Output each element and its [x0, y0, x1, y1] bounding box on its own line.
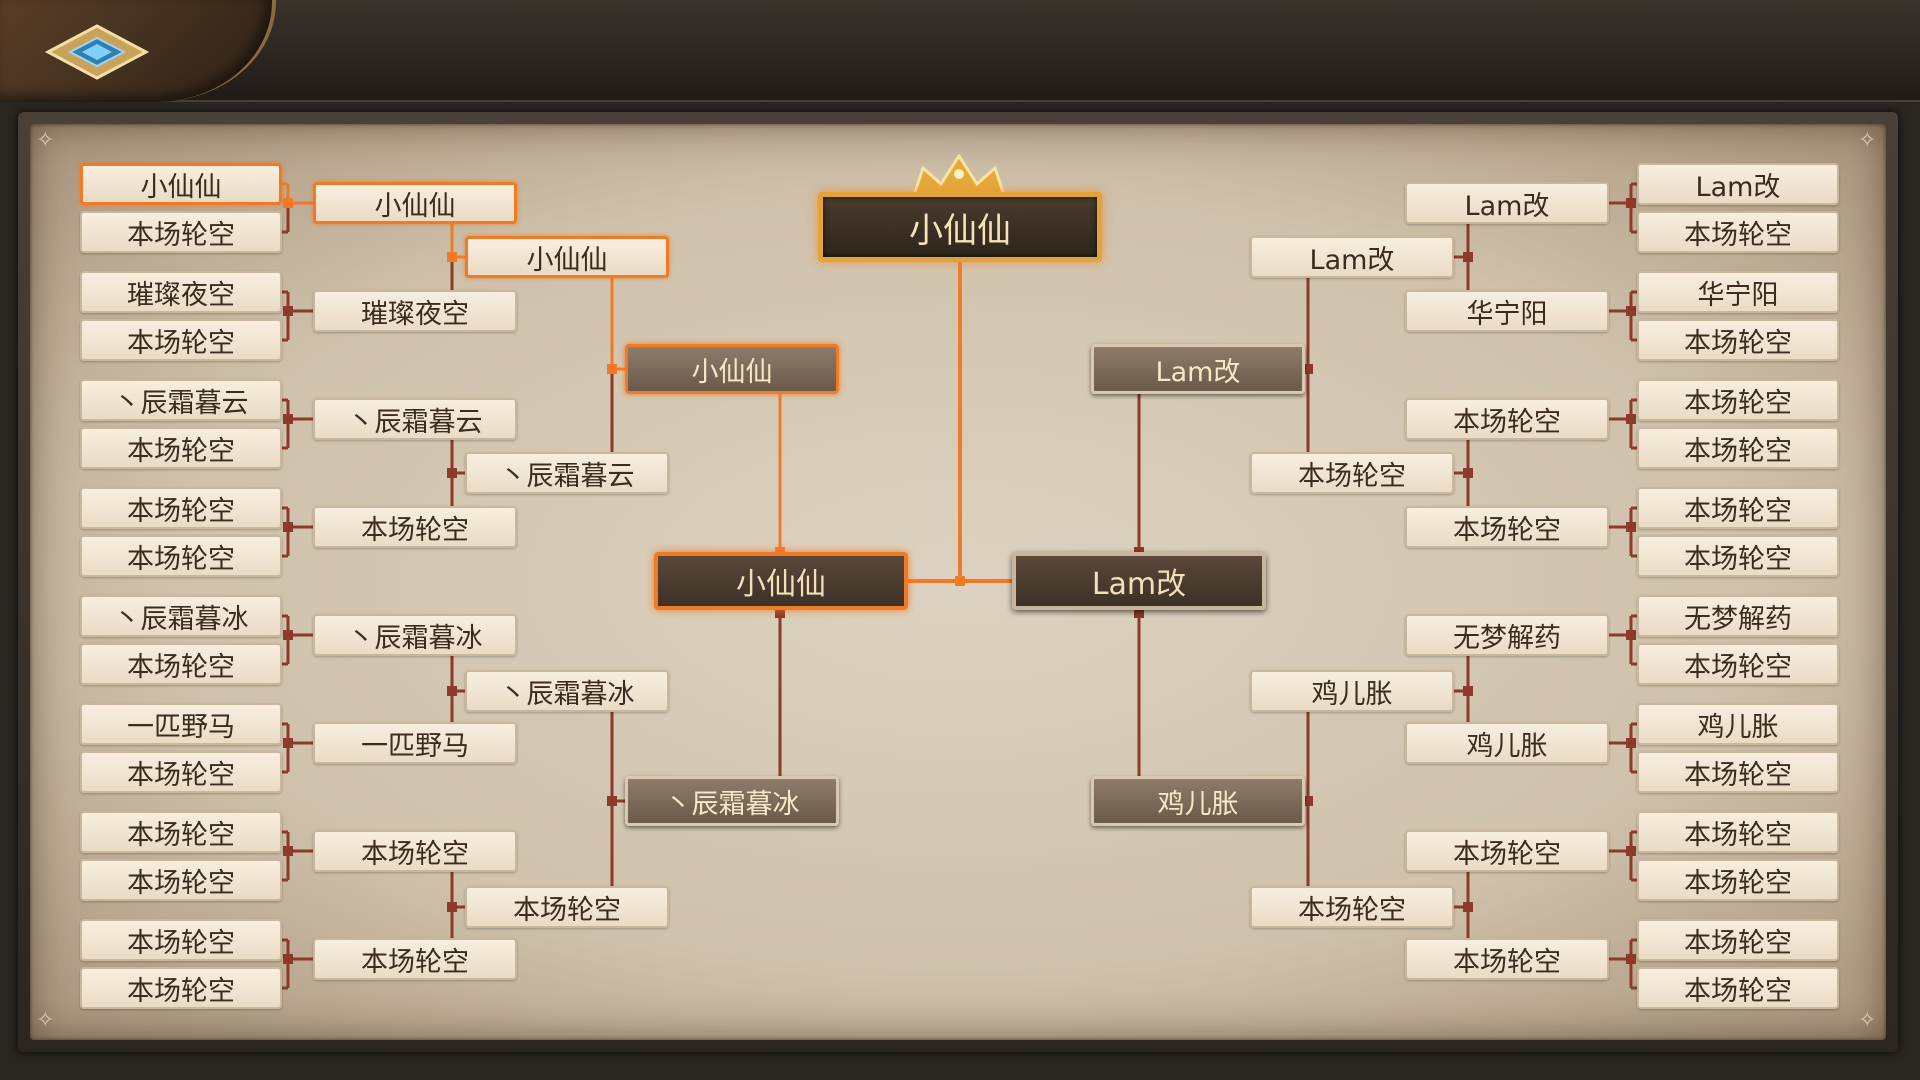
right-r2-slot[interactable]: Lam改	[1250, 236, 1454, 278]
left-r1-slot[interactable]: 本场轮空	[313, 506, 517, 548]
right-r1-slot[interactable]: 无梦解药	[1405, 614, 1609, 656]
right-semifinal[interactable]: Lam改	[1012, 552, 1266, 610]
left-r1-slot[interactable]: 本场轮空	[313, 830, 517, 872]
left-quarterfinal-top[interactable]: 小仙仙	[625, 344, 839, 394]
left-r0-slot[interactable]: 本场轮空	[80, 967, 282, 1009]
corner-ornament: ✧	[1858, 1008, 1877, 1033]
left-r1-slot[interactable]: 本场轮空	[313, 938, 517, 980]
right-r0-slot[interactable]: 本场轮空	[1637, 427, 1839, 469]
right-r1-slot[interactable]: 本场轮空	[1405, 938, 1609, 980]
right-r0-slot[interactable]: 鸡儿胀	[1637, 703, 1839, 745]
right-r0-slot[interactable]: 华宁阳	[1637, 271, 1839, 313]
right-r0-slot[interactable]: 本场轮空	[1637, 811, 1839, 853]
right-r0-slot[interactable]: 本场轮空	[1637, 967, 1839, 1009]
left-r1-slot[interactable]: 小仙仙	[313, 182, 517, 224]
right-r0-slot[interactable]: 本场轮空	[1637, 859, 1839, 901]
right-r0-slot[interactable]: 本场轮空	[1637, 487, 1839, 529]
right-r0-slot[interactable]: 本场轮空	[1637, 751, 1839, 793]
right-r2-slot[interactable]: 鸡儿胀	[1250, 670, 1454, 712]
left-r1-slot[interactable]: 丶辰霜暮云	[313, 398, 517, 440]
left-r0-slot[interactable]: 丶辰霜暮冰	[80, 595, 282, 637]
right-r1-slot[interactable]: 华宁阳	[1405, 290, 1609, 332]
left-r0-slot[interactable]: 本场轮空	[80, 919, 282, 961]
left-r0-slot[interactable]: 小仙仙	[80, 163, 282, 205]
left-r0-slot[interactable]: 本场轮空	[80, 211, 282, 253]
left-r0-slot[interactable]: 本场轮空	[80, 811, 282, 853]
left-r1-slot[interactable]: 璀璨夜空	[313, 290, 517, 332]
left-r0-slot[interactable]: 璀璨夜空	[80, 271, 282, 313]
right-r0-slot[interactable]: Lam改	[1637, 163, 1839, 205]
left-r0-slot[interactable]: 本场轮空	[80, 751, 282, 793]
left-r0-slot[interactable]: 本场轮空	[80, 535, 282, 577]
left-semifinal[interactable]: 小仙仙	[654, 552, 908, 610]
right-r0-slot[interactable]: 本场轮空	[1637, 319, 1839, 361]
corner-ornament: ✧	[36, 128, 55, 153]
left-r0-slot[interactable]: 一匹野马	[80, 703, 282, 745]
right-r0-slot[interactable]: 本场轮空	[1637, 919, 1839, 961]
right-r2-slot[interactable]: 本场轮空	[1250, 452, 1454, 494]
right-quarterfinal-bottom[interactable]: 鸡儿胀	[1091, 776, 1305, 826]
right-quarterfinal-top[interactable]: Lam改	[1091, 344, 1305, 394]
diamond-back-icon	[44, 24, 150, 80]
top-bar	[0, 0, 1920, 102]
left-r0-slot[interactable]: 丶辰霜暮云	[80, 379, 282, 421]
left-r2-slot[interactable]: 丶辰霜暮冰	[465, 670, 669, 712]
left-r2-slot[interactable]: 本场轮空	[465, 886, 669, 928]
right-r0-slot[interactable]: 本场轮空	[1637, 643, 1839, 685]
right-r1-slot[interactable]: Lam改	[1405, 182, 1609, 224]
left-r0-slot[interactable]: 本场轮空	[80, 859, 282, 901]
right-r0-slot[interactable]: 本场轮空	[1637, 535, 1839, 577]
right-r1-slot[interactable]: 鸡儿胀	[1405, 722, 1609, 764]
left-r0-slot[interactable]: 本场轮空	[80, 487, 282, 529]
right-r1-slot[interactable]: 本场轮空	[1405, 506, 1609, 548]
left-r2-slot[interactable]: 小仙仙	[465, 236, 669, 278]
right-r0-slot[interactable]: 无梦解药	[1637, 595, 1839, 637]
left-r1-slot[interactable]: 丶辰霜暮冰	[313, 614, 517, 656]
corner-ornament: ✧	[36, 1008, 55, 1033]
right-r1-slot[interactable]: 本场轮空	[1405, 830, 1609, 872]
right-r2-slot[interactable]: 本场轮空	[1250, 886, 1454, 928]
back-button[interactable]	[0, 0, 276, 102]
corner-ornament: ✧	[1858, 128, 1877, 153]
left-r1-slot[interactable]: 一匹野马	[313, 722, 517, 764]
left-r0-slot[interactable]: 本场轮空	[80, 427, 282, 469]
left-r2-slot[interactable]: 丶辰霜暮云	[465, 452, 669, 494]
right-r0-slot[interactable]: 本场轮空	[1637, 379, 1839, 421]
left-r0-slot[interactable]: 本场轮空	[80, 643, 282, 685]
left-quarterfinal-bottom[interactable]: 丶辰霜暮冰	[625, 776, 839, 826]
champion-slot[interactable]: 小仙仙	[818, 192, 1102, 262]
right-r0-slot[interactable]: 本场轮空	[1637, 211, 1839, 253]
right-r1-slot[interactable]: 本场轮空	[1405, 398, 1609, 440]
left-r0-slot[interactable]: 本场轮空	[80, 319, 282, 361]
